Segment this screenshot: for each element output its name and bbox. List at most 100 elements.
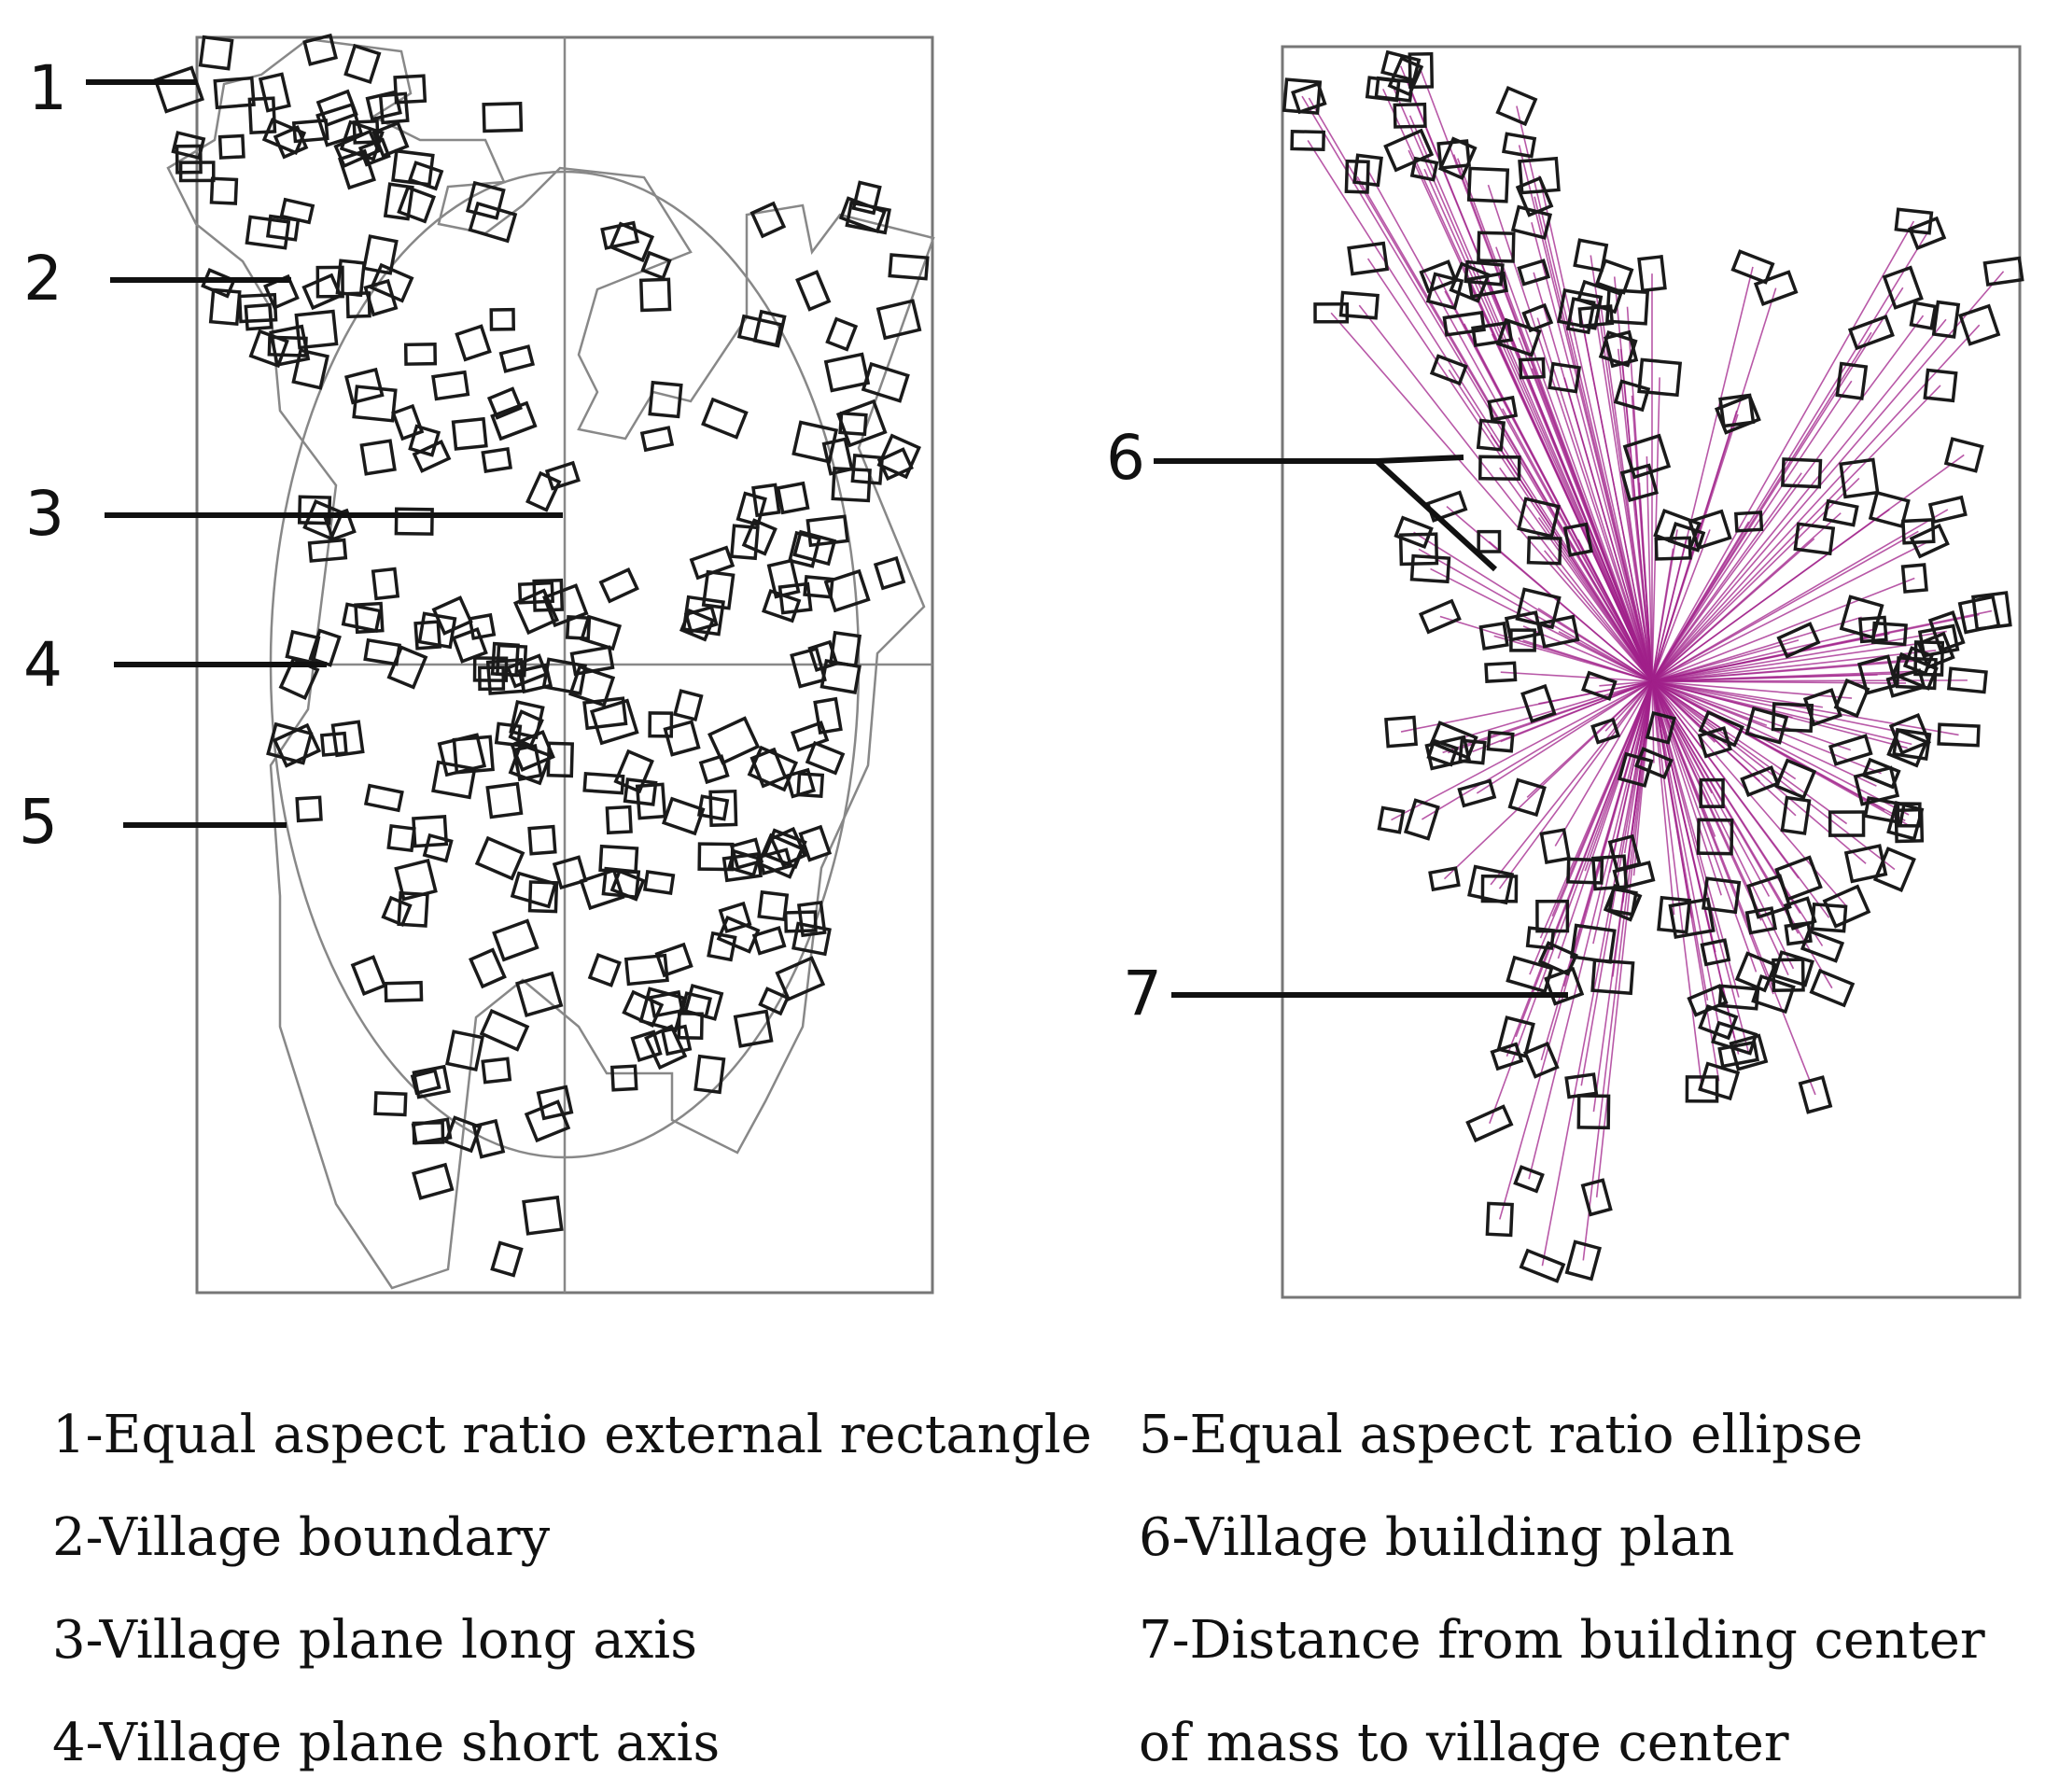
building-footprint [341, 602, 383, 633]
building-footprint [552, 855, 588, 890]
building-footprint [622, 989, 665, 1028]
building-footprint [386, 824, 416, 853]
distance-ray [1528, 680, 1653, 1180]
building-footprint [393, 74, 427, 105]
callout-4: 4 [23, 629, 63, 701]
building-footprint [1781, 457, 1823, 489]
building-footprint [522, 1195, 564, 1236]
building-footprint [391, 148, 435, 187]
distance-ray [1651, 318, 1947, 682]
building-footprint [1471, 320, 1514, 348]
building-footprint [412, 1064, 451, 1099]
distance-ray [1651, 680, 1848, 825]
callout-6: 6 [1106, 422, 1145, 494]
building-footprint [873, 555, 906, 591]
building-footprint [307, 538, 348, 563]
building-footprint [1700, 938, 1731, 967]
building-footprint [579, 868, 625, 911]
building-footprint [383, 182, 414, 221]
distance-ray [1651, 680, 1758, 973]
building-footprint [1526, 536, 1562, 566]
building-footprint [413, 620, 441, 651]
distance-ray [1651, 680, 1877, 787]
building-footprint [589, 698, 639, 746]
building-footprint [1590, 854, 1629, 891]
building-footprint [1861, 757, 1901, 790]
building-footprint [568, 665, 616, 707]
building-footprint [1685, 1075, 1719, 1103]
building-footprint [1822, 884, 1871, 929]
building-footprint [1496, 1015, 1535, 1058]
building-footprint [1403, 798, 1440, 841]
distance-ray [1536, 317, 1653, 682]
building-footprint [1645, 710, 1676, 745]
building-footprint [1409, 156, 1439, 182]
building-footprint [217, 133, 245, 160]
building-footprint [315, 102, 364, 147]
building-footprint [1901, 518, 1936, 545]
building-footprint [1699, 777, 1725, 808]
building-footprint [718, 901, 752, 934]
building-footprint [635, 782, 667, 820]
distance-ray [1634, 680, 1653, 770]
building-footprint [661, 796, 706, 836]
building-footprint [1442, 310, 1486, 337]
building-footprint [171, 131, 206, 161]
building-footprint [876, 433, 921, 480]
distance-ray [1651, 680, 1675, 916]
distance-ray [1502, 408, 1653, 682]
building-footprint [838, 411, 868, 437]
building-footprint [273, 722, 322, 768]
building-footprint [378, 91, 410, 125]
building-footprint [350, 955, 387, 996]
building-footprint [1377, 805, 1406, 834]
building-footprint [1927, 609, 1966, 652]
building-footprint [1477, 529, 1502, 553]
building-footprint [403, 343, 438, 366]
building-footprint [490, 1240, 524, 1278]
distance-ray [1651, 331, 1872, 682]
building-footprint [1931, 300, 1961, 339]
building-footprint [468, 201, 518, 244]
building-footprint [1291, 81, 1327, 115]
building-footprint [517, 663, 553, 694]
building-footprint [640, 250, 672, 281]
right-external-rectangle [1281, 45, 2022, 1299]
distance-ray [1651, 509, 1949, 682]
building-footprint [208, 287, 242, 327]
distance-ray [1651, 680, 1655, 763]
building-footprint [642, 869, 676, 895]
building-footprint [775, 956, 826, 1001]
building-footprint [648, 711, 674, 738]
building-footprint [330, 720, 365, 758]
building-footprint [565, 615, 592, 641]
building-footprint [1515, 587, 1562, 630]
left-building-plans [153, 33, 930, 1278]
right-building-plans [1282, 49, 2024, 1283]
building-footprint [1477, 231, 1516, 263]
building-footprint [598, 567, 639, 604]
distance-ray [1563, 377, 1653, 682]
building-footprint [369, 262, 414, 303]
building-footprint [638, 277, 672, 313]
distance-ray [1557, 680, 1653, 959]
building-footprint [1696, 818, 1734, 856]
building-footprint [302, 499, 344, 541]
building-footprint [1465, 1104, 1514, 1143]
building-footprint [1780, 795, 1812, 835]
building-footprint [1466, 166, 1510, 203]
building-footprint [1868, 490, 1911, 528]
building-footprint [776, 481, 810, 515]
building-footprint [790, 646, 827, 689]
building-footprint [1457, 778, 1497, 808]
building-footprint [1562, 522, 1593, 557]
building-footprint [408, 161, 444, 191]
building-footprint [727, 848, 761, 877]
distance-ray [1531, 368, 1653, 682]
distance-ray [1599, 680, 1653, 687]
distance-ray [1651, 680, 1833, 989]
distance-ray [1476, 680, 1653, 794]
building-footprint [1744, 906, 1778, 935]
distance-ray [1651, 680, 1907, 684]
building-footprint [1539, 828, 1571, 864]
